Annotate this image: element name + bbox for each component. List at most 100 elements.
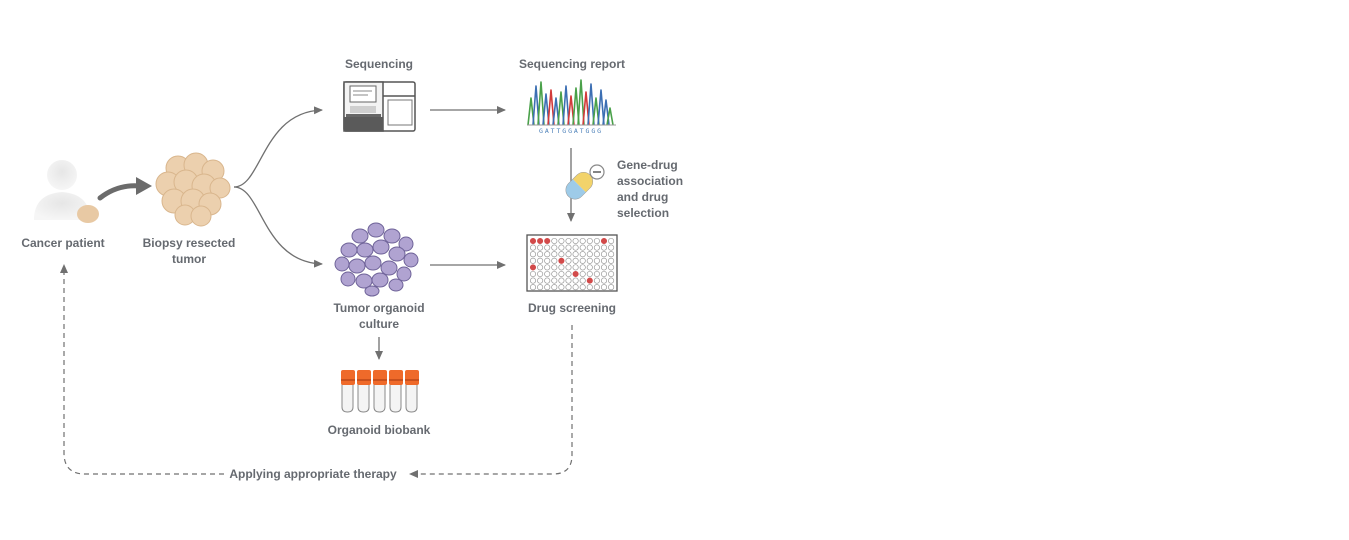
tumor-organoid-label-line2: culture [358,317,400,331]
well [600,284,608,291]
well-hit [537,237,544,245]
well [600,264,608,271]
branch-arrows [233,106,323,268]
well [608,251,615,258]
tube-cap-band [341,379,355,381]
applying-therapy-label: Applying appropriate therapy [229,467,397,481]
person-icon [34,160,99,223]
well [558,264,565,271]
well-hit [586,277,593,284]
well [537,284,544,291]
well [537,264,544,271]
biopsy-label: Biopsy resected tumor [143,235,236,267]
well [579,270,586,278]
well [551,277,558,284]
tube-cap-band [405,379,419,381]
well [551,244,558,251]
biopsy-label-line1: Biopsy resected [142,236,236,250]
well [593,277,600,284]
well [565,270,572,278]
well [586,264,593,271]
well-hit [600,237,608,245]
well [529,277,537,284]
well-hit [558,257,565,264]
well [600,257,608,264]
tube-body [373,383,386,413]
well [529,244,537,251]
well-hit [572,270,579,278]
well [565,284,572,291]
well [600,251,608,258]
dashed-return-arrows [63,270,573,475]
well [537,244,544,251]
well [586,284,593,291]
well [593,257,600,264]
tube-cap [357,370,371,385]
well [586,237,593,245]
well [551,264,558,271]
tumor-organoid-label-line1: Tumor organoid [333,301,425,315]
gene-drug-label-line1: Gene-drug [617,158,678,172]
biopsy-label-line2: tumor [172,252,206,266]
tube-cap-band [389,379,403,381]
well [565,257,572,264]
well [537,270,544,278]
tube-body [389,383,402,413]
well [579,257,586,264]
test-tubes-icon [341,370,419,413]
sequencing-label: Sequencing [344,57,414,71]
gene-drug-label-line2: association [617,174,684,188]
well [565,244,572,251]
well [608,270,615,278]
arrow-patient-to-biopsy [97,177,152,201]
well [586,251,593,258]
well [558,277,565,284]
tube-cap [373,370,387,385]
well [529,251,537,258]
well [551,257,558,264]
tumor-cells-icon [155,152,231,227]
well [565,264,572,271]
well [608,237,615,245]
well [593,251,600,258]
well [558,284,565,291]
well [600,244,608,251]
well [608,277,615,284]
gene-drug-label-line4: selection [617,206,670,220]
well [572,284,579,291]
well [600,270,608,278]
well [608,284,615,291]
gene-drug-label: Gene-drug association and drug selection [617,157,683,221]
well [537,251,544,258]
tube-cap-band [357,379,371,381]
well [572,251,579,258]
well [544,277,551,284]
well [558,270,565,278]
well-hit [544,237,551,245]
well [544,244,551,251]
well [608,264,615,271]
well [579,277,586,284]
well [586,244,593,251]
chromatogram-icon [527,79,616,126]
drug-screening-label: Drug screening [527,301,617,315]
well [551,251,558,258]
organoid-biobank-label: Organoid biobank [327,423,431,437]
well [579,264,586,271]
well [544,264,551,271]
well [586,270,593,278]
well [565,251,572,258]
well-hit [529,237,537,245]
well [579,284,586,291]
gene-drug-label-line3: and drug [617,190,669,204]
well [551,237,558,245]
tube-cap-band [373,379,387,381]
well [544,251,551,258]
tumor-organoid-label: Tumor organoid culture [333,300,424,332]
organoid-icon [334,222,419,297]
well [558,244,565,251]
well [551,270,558,278]
well [608,257,615,264]
well [558,251,565,258]
